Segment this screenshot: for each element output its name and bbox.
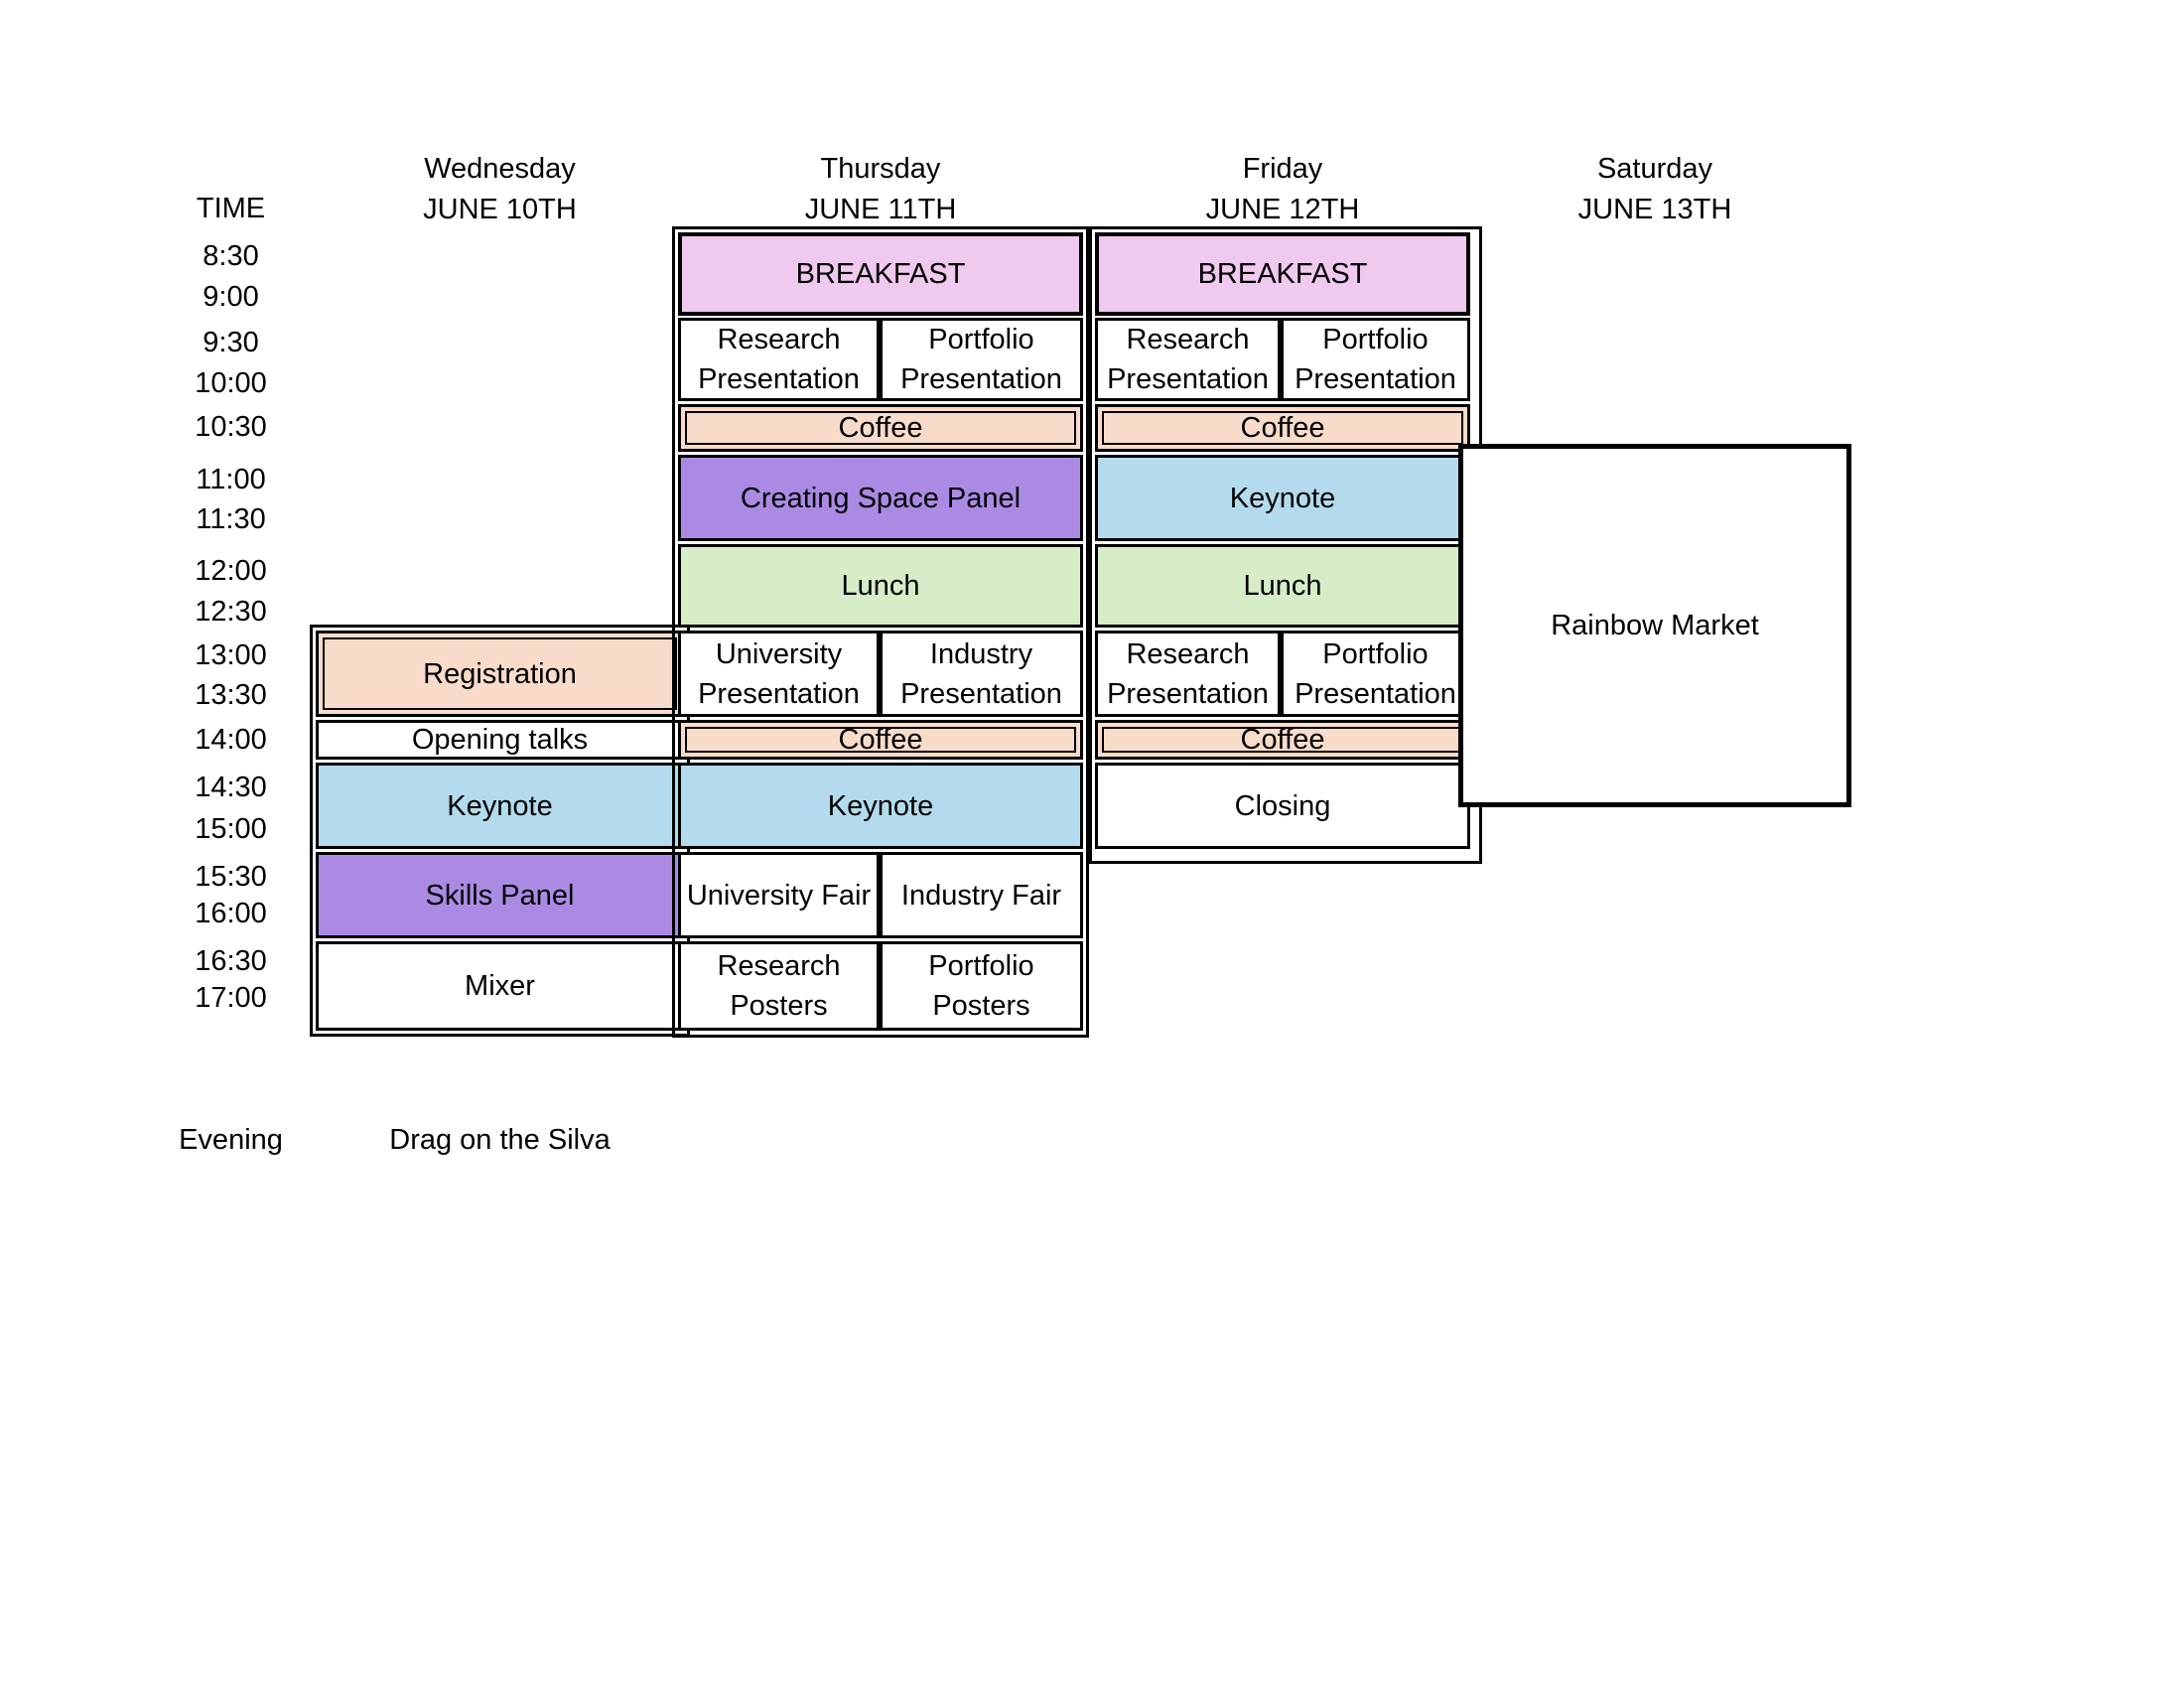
time-label: 13:00 [195, 639, 267, 671]
event-coffee-thursday-am: Coffee [678, 404, 1083, 452]
time-label: 16:30 [195, 945, 267, 977]
day-date: JUNE 12TH [1205, 194, 1360, 225]
event-industry-fair: Industry Fair [880, 852, 1083, 938]
day-name: Wednesday [424, 153, 576, 185]
event-research-presentation-thu: Research Presentation [678, 318, 880, 401]
event-closing: Closing [1095, 763, 1470, 849]
day-date: JUNE 13TH [1577, 194, 1732, 225]
day-header-saturday: Saturday JUNE 13TH [1458, 149, 1851, 230]
time-label: 15:00 [195, 813, 267, 845]
event-coffee-label: Coffee [1102, 724, 1463, 756]
time-label: 9:00 [203, 281, 259, 313]
event-keynote-wednesday: Keynote [316, 763, 684, 849]
event-opening-talks: Opening talks [316, 720, 684, 760]
time-label: 14:00 [195, 724, 267, 756]
time-label: 16:00 [195, 898, 267, 929]
time-label: 10:30 [195, 411, 267, 443]
event-university-fair: University Fair [678, 852, 880, 938]
time-label: 12:00 [195, 555, 267, 587]
event-coffee-thursday-pm: Coffee [678, 720, 1083, 760]
event-coffee-friday-am: Coffee [1095, 404, 1470, 452]
time-label: 14:30 [195, 772, 267, 803]
event-breakfast-friday: BREAKFAST [1095, 232, 1470, 316]
event-creating-space-panel: Creating Space Panel [678, 455, 1083, 541]
time-label: 17:00 [195, 982, 267, 1014]
time-label: 13:30 [195, 679, 267, 711]
event-coffee-label: Coffee [1102, 411, 1463, 445]
event-portfolio-presentation-fri-pm: Portfolio Presentation [1281, 631, 1470, 717]
time-label: 11:30 [196, 503, 266, 535]
event-portfolio-presentation-thu: Portfolio Presentation [880, 318, 1083, 401]
thursday-column-frame [672, 226, 1089, 1038]
time-label: 12:30 [195, 596, 267, 628]
event-research-presentation-fri-pm: Research Presentation [1095, 631, 1281, 717]
event-coffee-label: Coffee [685, 724, 1076, 756]
event-mixer: Mixer [316, 941, 684, 1031]
time-label: 11:00 [196, 464, 266, 495]
event-skills-panel: Skills Panel [316, 852, 684, 938]
event-university-presentation: University Presentation [678, 631, 880, 717]
event-portfolio-posters: Portfolio Posters [880, 941, 1083, 1031]
time-label: 15:30 [195, 861, 267, 893]
time-label: 10:00 [195, 367, 267, 399]
event-industry-presentation: Industry Presentation [880, 631, 1083, 717]
event-research-presentation-fri-am: Research Presentation [1095, 318, 1281, 401]
time-label: 9:30 [203, 327, 259, 358]
time-column-header: TIME [196, 193, 266, 224]
day-date: JUNE 10TH [423, 194, 577, 225]
time-label: 8:30 [203, 240, 259, 272]
event-portfolio-presentation-fri-am: Portfolio Presentation [1281, 318, 1470, 401]
event-coffee-friday-pm: Coffee [1095, 720, 1470, 760]
day-header-wednesday: Wednesday JUNE 10TH [316, 149, 684, 230]
event-research-posters: Research Posters [678, 941, 880, 1031]
day-header-thursday: Thursday JUNE 11TH [678, 149, 1083, 230]
day-name: Friday [1242, 153, 1323, 185]
event-rainbow-market: Rainbow Market [1458, 444, 1851, 807]
event-registration: Registration [316, 631, 684, 717]
event-breakfast-thursday: BREAKFAST [678, 232, 1083, 316]
day-date: JUNE 11TH [804, 194, 957, 225]
event-coffee-label: Coffee [685, 411, 1076, 445]
event-keynote-thursday: Keynote [678, 763, 1083, 849]
event-lunch-friday: Lunch [1095, 544, 1470, 628]
day-name: Thursday [820, 153, 941, 185]
event-registration-label: Registration [323, 637, 677, 710]
day-header-friday: Friday JUNE 12TH [1095, 149, 1470, 230]
event-lunch-thursday: Lunch [678, 544, 1083, 628]
event-drag-on-the-silva: Drag on the Silva [389, 1124, 611, 1156]
evening-label: Evening [179, 1124, 283, 1156]
day-name: Saturday [1596, 153, 1713, 185]
event-keynote-friday: Keynote [1095, 455, 1470, 541]
